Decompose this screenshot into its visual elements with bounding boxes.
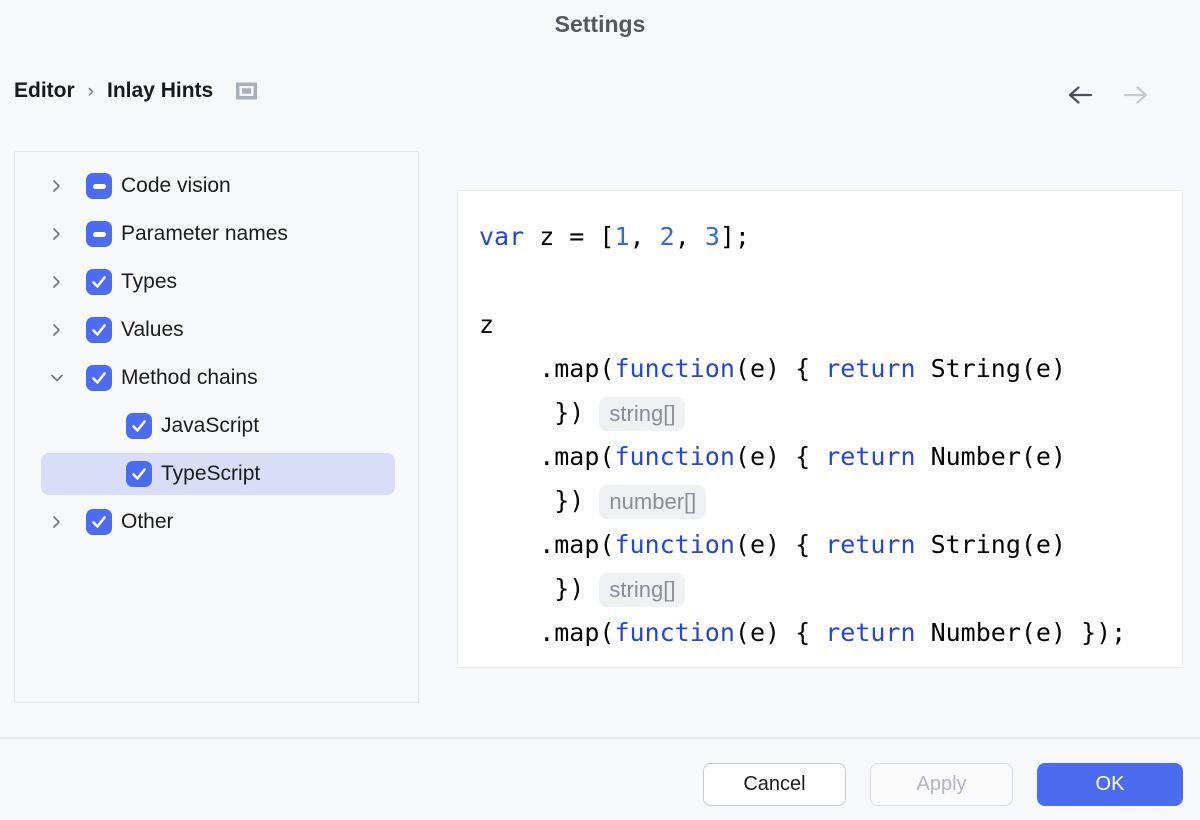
code-token: }) [479, 574, 600, 603]
checkbox-checked-javascript[interactable] [126, 413, 152, 439]
tree-label-types: Types [121, 270, 178, 293]
code-line: }) number[] [479, 479, 1182, 523]
code-token: var [479, 222, 525, 251]
checkbox-checked-types[interactable] [86, 269, 112, 295]
checkbox-checked-values[interactable] [86, 317, 112, 343]
ok-button[interactable]: OK [1037, 763, 1183, 806]
code-line: .map(function(e) { return String(e) [479, 523, 1182, 567]
code-token: ]; [719, 222, 750, 251]
code-token: (e) { [734, 442, 826, 471]
breadcrumb-separator-icon: › [87, 80, 94, 102]
apply-button[interactable]: Apply [870, 763, 1013, 806]
code-preview: var z = [1, 2, 3]; z .map(function(e) { … [458, 191, 1182, 655]
tree-label-values: Values [121, 318, 184, 341]
code-token: }) [479, 486, 600, 515]
tree-label-javascript: JavaScript [161, 414, 260, 437]
code-token: }) [479, 398, 600, 427]
code-token: Number(e) [915, 442, 1067, 471]
code-line: }) string[] [479, 391, 1182, 435]
code-line: .map(function(e) { return String(e) [479, 347, 1182, 391]
checkbox-checked-method-chains[interactable] [86, 365, 112, 391]
code-token: return [825, 618, 916, 647]
history-navigation [1064, 82, 1152, 108]
tree-row-types[interactable]: Types [15, 258, 418, 306]
footer-divider [0, 737, 1200, 739]
code-token: return [825, 530, 916, 559]
code-token: 1 [614, 222, 630, 251]
breadcrumb-inlay-hints: Inlay Hints [107, 79, 214, 102]
code-token: 3 [704, 222, 720, 251]
code-token: function [614, 354, 735, 383]
code-token: (e) { [734, 530, 826, 559]
code-line: var z = [1, 2, 3]; [479, 215, 1182, 259]
checkbox-indeterminate-parameter-names[interactable] [86, 221, 112, 247]
preview-panel: var z = [1, 2, 3]; z .map(function(e) { … [457, 190, 1183, 668]
code-token: Number(e) }); [915, 618, 1127, 647]
back-arrow-icon[interactable] [1064, 82, 1096, 108]
code-token: String(e) [915, 354, 1067, 383]
tree-row-javascript[interactable]: JavaScript [15, 402, 418, 450]
checkbox-indeterminate-code-vision[interactable] [86, 173, 112, 199]
code-line: }) string[] [479, 567, 1182, 611]
editor-preview-toggle-icon[interactable] [236, 82, 258, 100]
code-token: .map( [479, 530, 615, 559]
chevron-right-icon[interactable] [49, 513, 73, 531]
code-token: z = [ [524, 222, 615, 251]
tree-row-values[interactable]: Values [15, 306, 418, 354]
inlay-hint-chip: number[] [599, 485, 707, 519]
chevron-right-icon[interactable] [49, 177, 73, 195]
code-line: .map(function(e) { return Number(e) }); [479, 611, 1182, 655]
tree-label-typescript: TypeScript [161, 462, 261, 485]
checkbox-checked-other[interactable] [86, 509, 112, 535]
code-token: , [674, 222, 705, 251]
code-token: return [825, 354, 916, 383]
tree-label-method-chains: Method chains [121, 366, 258, 389]
window-title: Settings [554, 11, 646, 37]
code-token: return [825, 442, 916, 471]
chevron-right-icon[interactable] [49, 225, 73, 243]
inlay-hint-chip: string[] [599, 397, 686, 431]
code-token: (e) { [734, 354, 826, 383]
code-token: .map( [479, 618, 615, 647]
forward-arrow-icon[interactable] [1120, 82, 1152, 108]
code-token: .map( [479, 354, 615, 383]
chevron-right-icon[interactable] [49, 273, 73, 291]
code-line [479, 259, 1182, 303]
chevron-spacer [89, 465, 113, 483]
code-line: z [479, 303, 1182, 347]
chevron-spacer [89, 417, 113, 435]
code-token: function [614, 442, 735, 471]
code-token: (e) { [734, 618, 826, 647]
breadcrumb: Editor › Inlay Hints [14, 79, 258, 103]
breadcrumb-editor[interactable]: Editor [14, 79, 75, 102]
checkbox-checked-typescript[interactable] [126, 461, 152, 487]
chevron-down-icon[interactable] [49, 369, 73, 387]
tree-row-parameter-names[interactable]: Parameter names [15, 210, 418, 258]
code-token: 2 [659, 222, 675, 251]
code-token: .map( [479, 442, 615, 471]
code-token: function [614, 530, 735, 559]
tree-row-typescript[interactable]: TypeScript [15, 450, 418, 498]
chevron-right-icon[interactable] [49, 321, 73, 339]
tree-label-code-vision: Code vision [121, 174, 231, 197]
tree-label-other: Other [121, 510, 174, 533]
code-line: .map(function(e) { return Number(e) [479, 435, 1182, 479]
cancel-button[interactable]: Cancel [703, 763, 846, 806]
inlay-hint-chip: string[] [599, 573, 686, 607]
tree-row-code-vision[interactable]: Code vision [15, 162, 418, 210]
code-token: function [614, 618, 735, 647]
code-token: String(e) [915, 530, 1067, 559]
tree-row-method-chains[interactable]: Method chains [15, 354, 418, 402]
code-token: , [629, 222, 660, 251]
code-token: z [479, 310, 495, 339]
tree-row-other[interactable]: Other [15, 498, 418, 546]
tree-label-parameter-names: Parameter names [121, 222, 288, 245]
